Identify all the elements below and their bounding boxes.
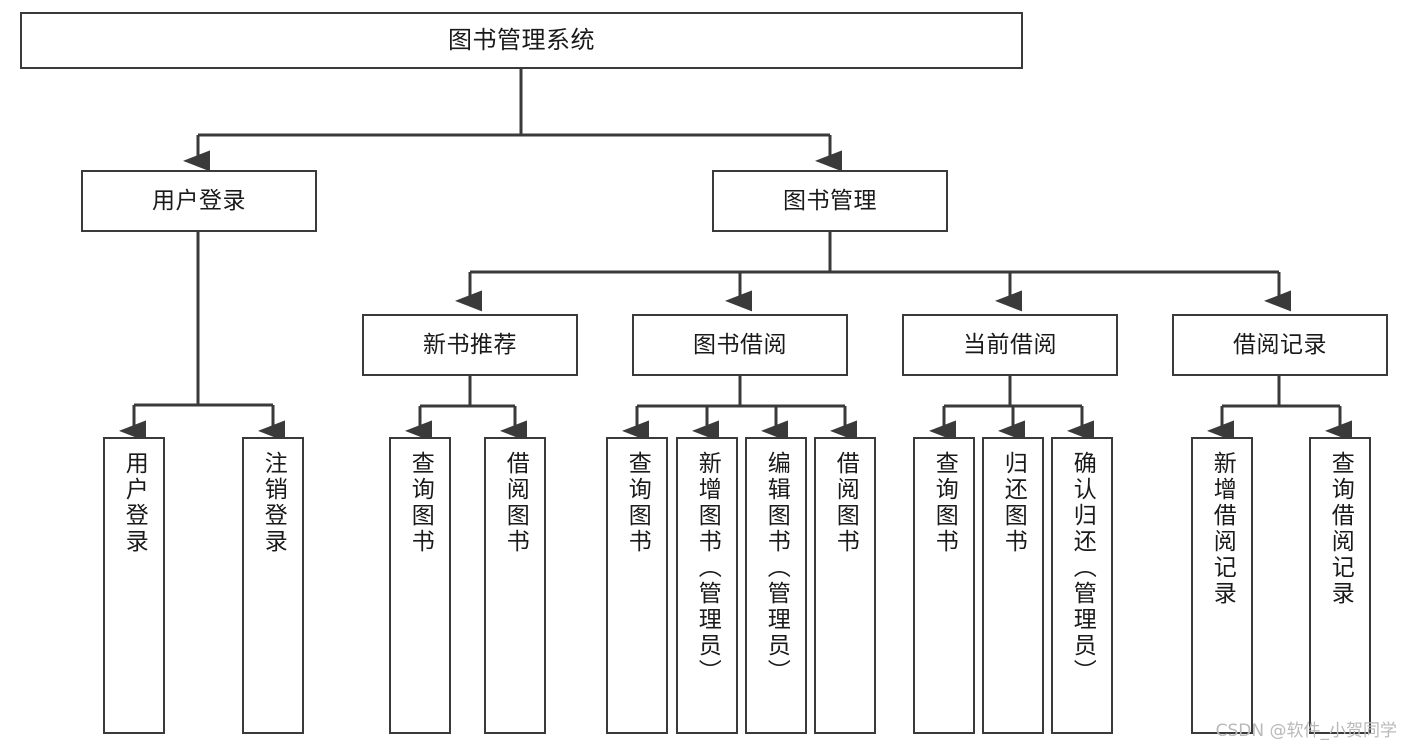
node-new-book-recommend-label: 新书推荐 (423, 331, 517, 358)
node-leaf-confirm-return[interactable]: 确认归还（管理员） (1051, 437, 1113, 734)
node-user-login[interactable]: 用户登录 (81, 170, 317, 232)
node-leaf-query-book-2-label: 查询图书 (624, 451, 651, 555)
node-leaf-return-book[interactable]: 归还图书 (982, 437, 1044, 734)
node-leaf-edit-book[interactable]: 编辑图书（管理员） (745, 437, 807, 734)
node-current-borrow-label: 当前借阅 (963, 331, 1057, 358)
node-leaf-borrow-book-2-label: 借阅图书 (832, 451, 859, 555)
node-leaf-add-record[interactable]: 新增借阅记录 (1191, 437, 1253, 734)
node-leaf-borrow-book-1[interactable]: 借阅图书 (484, 437, 546, 734)
node-current-borrow[interactable]: 当前借阅 (902, 314, 1118, 376)
node-leaf-query-book-3-label: 查询图书 (931, 451, 958, 555)
node-leaf-query-record-label: 查询借阅记录 (1327, 451, 1354, 607)
node-leaf-return-book-label: 归还图书 (1000, 451, 1027, 555)
node-leaf-query-book-3[interactable]: 查询图书 (913, 437, 975, 734)
node-leaf-query-book-1-label: 查询图书 (407, 451, 434, 555)
node-book-borrow-label: 图书借阅 (693, 331, 787, 358)
node-leaf-add-record-label: 新增借阅记录 (1209, 451, 1236, 607)
node-leaf-edit-book-label: 编辑图书（管理员） (763, 451, 790, 685)
node-leaf-query-book-1[interactable]: 查询图书 (389, 437, 451, 734)
node-borrow-record-label: 借阅记录 (1233, 331, 1327, 358)
node-book-borrow[interactable]: 图书借阅 (632, 314, 848, 376)
node-leaf-query-book-2[interactable]: 查询图书 (606, 437, 668, 734)
node-leaf-logout-login-label: 注销登录 (260, 451, 287, 555)
node-leaf-confirm-return-label: 确认归还（管理员） (1069, 451, 1096, 685)
node-leaf-add-book-label: 新增图书（管理员） (694, 451, 721, 685)
node-root-label: 图书管理系统 (448, 25, 595, 54)
node-leaf-user-login[interactable]: 用户登录 (103, 437, 165, 734)
node-leaf-query-record[interactable]: 查询借阅记录 (1309, 437, 1371, 734)
node-leaf-logout-login[interactable]: 注销登录 (242, 437, 304, 734)
node-leaf-borrow-book-2[interactable]: 借阅图书 (814, 437, 876, 734)
node-user-login-label: 用户登录 (152, 187, 246, 214)
node-new-book-recommend[interactable]: 新书推荐 (362, 314, 578, 376)
node-book-management[interactable]: 图书管理 (712, 170, 948, 232)
node-root[interactable]: 图书管理系统 (20, 12, 1023, 69)
node-leaf-borrow-book-1-label: 借阅图书 (502, 451, 529, 555)
node-book-management-label: 图书管理 (783, 187, 877, 214)
node-leaf-user-login-label: 用户登录 (121, 451, 148, 555)
node-leaf-add-book[interactable]: 新增图书（管理员） (676, 437, 738, 734)
node-borrow-record[interactable]: 借阅记录 (1172, 314, 1388, 376)
watermark-text: CSDN @软件_小贺同学 (1215, 721, 1397, 741)
